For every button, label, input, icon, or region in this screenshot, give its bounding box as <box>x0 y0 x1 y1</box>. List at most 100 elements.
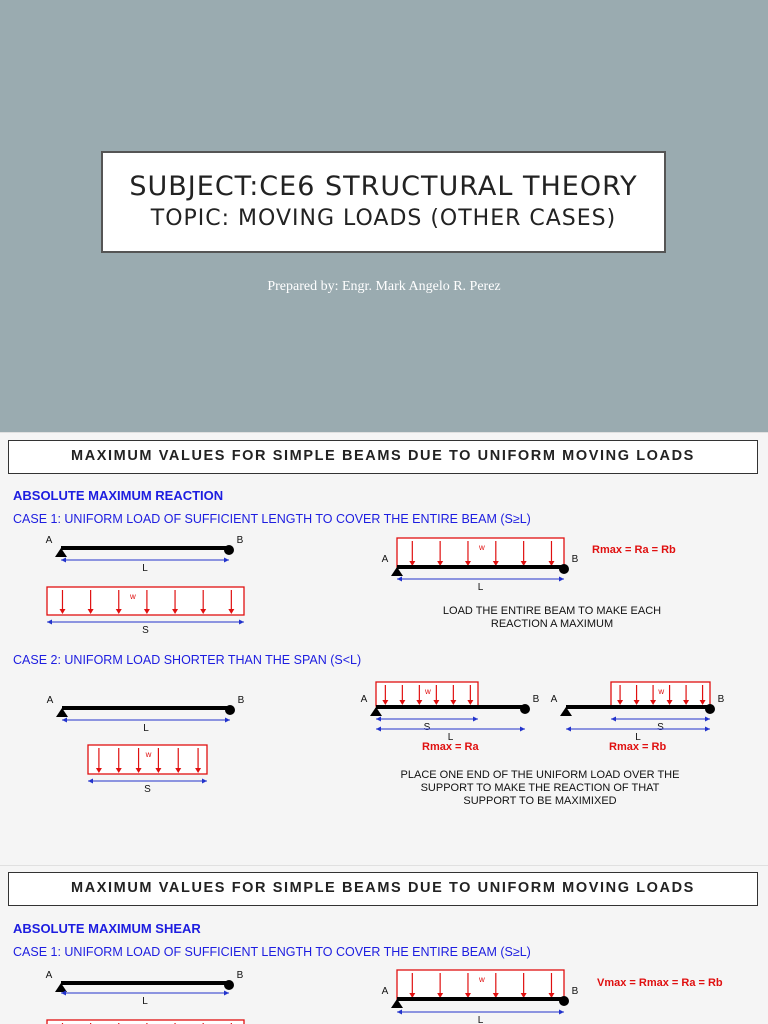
load-arrowhead <box>172 609 179 614</box>
uniform-load-box <box>396 969 565 1000</box>
load-arrowhead <box>437 993 444 998</box>
load-intensity-label: w <box>129 592 136 601</box>
load-arrowhead <box>450 700 457 705</box>
load-arrowhead <box>382 700 389 705</box>
case1-formula: Vmax = Rmax = Ra = Rb <box>597 977 723 989</box>
load-length-dimension-label: S <box>657 722 664 733</box>
load-arrowhead <box>115 609 122 614</box>
span-dimension-arrow-left <box>397 576 402 582</box>
load-intensity-label: w <box>478 543 485 552</box>
load-length-dimension-label: S <box>144 784 151 795</box>
shear-slide: MAXIMUM VALUES FOR SIMPLE BEAMS DUE TO U… <box>0 866 768 1024</box>
load-arrowhead <box>492 561 499 566</box>
load-arrowhead <box>409 993 416 998</box>
load-arrowhead <box>155 768 162 773</box>
reaction-slide: MAXIMUM VALUES FOR SIMPLE BEAMS DUE TO U… <box>0 433 768 865</box>
load-arrowhead <box>200 609 207 614</box>
span-dimension-arrow-right <box>224 990 229 996</box>
load-length-dimension-arrow-right <box>705 716 710 722</box>
span-dimension-arrow-right <box>520 726 525 732</box>
roller-support-b <box>224 545 234 555</box>
span-dimension-label: L <box>143 723 149 734</box>
pin-support-a <box>560 707 572 716</box>
load-arrowhead <box>437 561 444 566</box>
support-b-label: B <box>572 986 579 997</box>
roller-support-b <box>705 704 715 714</box>
span-dimension-arrow-right <box>225 717 230 723</box>
span-dimension-label: L <box>635 732 641 743</box>
case2-formula-b: Rmax = Rb <box>609 741 667 753</box>
load-arrowhead <box>666 700 673 705</box>
support-b-label: B <box>238 695 245 706</box>
span-dimension-label: L <box>448 732 454 743</box>
load-length-dimension-arrow-right <box>239 619 244 625</box>
load-arrowhead <box>135 768 142 773</box>
roller-support-b <box>224 980 234 990</box>
roller-support-b <box>520 704 530 714</box>
load-arrowhead <box>650 700 657 705</box>
support-a-label: A <box>361 694 368 705</box>
support-a-label: A <box>47 695 54 706</box>
load-length-dimension-arrow-left <box>47 619 52 625</box>
load-arrowhead <box>520 993 527 998</box>
span-dimension-arrow-left <box>62 717 67 723</box>
shear-diagrams: ABLwABLw <box>46 969 579 1024</box>
span-dimension-arrow-left <box>61 557 66 563</box>
case2-title: CASE 2: UNIFORM LOAD SHORTER THAN THE SP… <box>13 653 362 667</box>
uniform-load-box <box>87 744 208 775</box>
load-arrowhead <box>464 993 471 998</box>
span-dimension-arrow-right <box>224 557 229 563</box>
span-dimension-arrow-right <box>559 1009 564 1015</box>
uniform-load-box <box>610 681 711 707</box>
span-dimension-arrow-left <box>61 990 66 996</box>
pin-support-a <box>56 708 68 717</box>
load-length-dimension-arrow-right <box>473 716 478 722</box>
load-arrowhead <box>467 700 474 705</box>
span-dimension-arrow-right <box>705 726 710 732</box>
span-dimension-arrow-right <box>559 576 564 582</box>
pin-support-a <box>370 707 382 716</box>
load-arrowhead <box>617 700 624 705</box>
section-title: ABSOLUTE MAXIMUM SHEAR <box>13 921 201 936</box>
load-arrowhead <box>95 768 102 773</box>
load-arrowhead <box>433 700 440 705</box>
title-box: SUBJECT:CE6 STRUCTURAL THEORY TOPIC: MOV… <box>101 151 666 253</box>
section-title: ABSOLUTE MAXIMUM REACTION <box>13 488 224 503</box>
case1-note: LOAD THE ENTIRE BEAM TO MAKE EACH REACTI… <box>442 605 662 630</box>
load-arrowhead <box>520 561 527 566</box>
span-dimension-arrow-left <box>376 726 381 732</box>
load-arrowhead <box>175 768 182 773</box>
support-b-label: B <box>718 694 725 705</box>
load-intensity-label: w <box>478 975 485 984</box>
load-arrowhead <box>195 768 202 773</box>
load-intensity-label: w <box>657 687 664 696</box>
support-b-label: B <box>237 535 244 546</box>
uniform-load-box <box>375 681 479 707</box>
load-arrowhead <box>143 609 150 614</box>
uniform-load-box <box>46 1019 245 1024</box>
case1-formula: Rmax = Ra = Rb <box>592 544 676 556</box>
roller-support-b <box>225 705 235 715</box>
load-arrowhead <box>87 609 94 614</box>
span-dimension-label: L <box>478 582 484 593</box>
title-slide: SUBJECT:CE6 STRUCTURAL THEORY TOPIC: MOV… <box>0 0 768 432</box>
support-a-label: A <box>46 970 53 981</box>
load-length-dimension-arrow-left <box>88 778 93 784</box>
load-arrowhead <box>409 561 416 566</box>
load-length-dimension-label: S <box>424 722 431 733</box>
load-arrowhead <box>399 700 406 705</box>
slide-divider <box>0 432 768 433</box>
load-arrowhead <box>548 561 555 566</box>
load-arrowhead <box>699 700 706 705</box>
support-a-label: A <box>551 694 558 705</box>
roller-support-b <box>559 564 569 574</box>
slide-divider <box>0 865 768 866</box>
load-arrowhead <box>492 993 499 998</box>
pin-support-a <box>391 567 403 576</box>
support-a-label: A <box>382 554 389 565</box>
pin-support-a <box>55 548 67 557</box>
load-intensity-label: w <box>424 687 431 696</box>
uniform-load-box <box>396 537 565 568</box>
load-intensity-label: w <box>145 750 152 759</box>
load-length-dimension-arrow-left <box>376 716 381 722</box>
